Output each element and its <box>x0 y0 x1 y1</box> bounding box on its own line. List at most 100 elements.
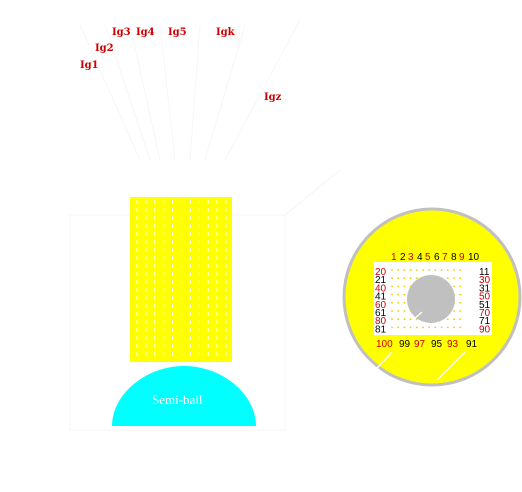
grid-number: 6 <box>434 252 440 263</box>
grid-dot <box>397 310 400 312</box>
grid-number: 10 <box>468 252 480 263</box>
grid-number: 21 <box>375 275 387 286</box>
grid-number: 8 <box>451 252 457 263</box>
grid-number: 9 <box>459 252 465 263</box>
grid-number: 41 <box>375 292 387 303</box>
grid-dot <box>391 310 393 312</box>
grid-dot <box>403 326 406 329</box>
grid-number: 4 <box>417 252 423 263</box>
grid-dot <box>397 293 400 296</box>
grid-dot <box>453 277 455 280</box>
grid-number: 30 <box>479 275 491 286</box>
grid-dot <box>440 269 443 271</box>
semi-ball-shape <box>112 366 256 426</box>
grid-number: 2 <box>400 252 406 263</box>
grid-dot <box>434 269 437 271</box>
fiber-strands <box>136 200 227 360</box>
grid-dot <box>409 318 412 321</box>
grid-dot <box>422 326 424 329</box>
grid-dot <box>391 318 393 321</box>
grid-dot <box>453 326 455 329</box>
grid-number: 51 <box>479 300 491 311</box>
grid-number: 11 <box>479 267 490 278</box>
fiber-core <box>407 275 455 323</box>
grid-dot <box>446 326 449 329</box>
grid-dot <box>415 326 418 329</box>
grid-number: 40 <box>375 283 387 294</box>
grid-dot <box>397 285 400 288</box>
grid-dot <box>459 269 462 271</box>
core-pointer-line <box>411 311 423 322</box>
grid-number: 90 <box>479 324 491 335</box>
grid-dot <box>403 277 406 280</box>
grid-dot <box>391 269 393 271</box>
grid-number: 20 <box>375 267 387 278</box>
grid-dot <box>403 318 406 321</box>
fiber-label-ig3: Ig3 <box>112 27 131 38</box>
fiber-label-ig5: Ig5 <box>168 27 187 38</box>
grid-dot <box>415 318 418 321</box>
pointer-line-right <box>436 351 466 381</box>
fiber-bundle <box>130 197 232 362</box>
grid-dot <box>409 269 412 271</box>
grid-dot <box>397 318 400 321</box>
grid-dot <box>409 277 412 280</box>
grid-dot <box>453 285 455 288</box>
grid-number: 97 <box>414 339 426 350</box>
grid-dot <box>397 301 400 304</box>
fiber-spread-lines <box>79 19 301 161</box>
grid-dot <box>453 269 455 271</box>
grid-number: 7 <box>442 252 448 263</box>
grid-number: 61 <box>375 308 387 319</box>
grid-dot <box>428 269 431 271</box>
grid-dot <box>391 301 393 304</box>
grid-dot <box>453 310 455 312</box>
grid-dot <box>446 269 449 271</box>
grid-dot <box>440 326 443 329</box>
grid-dot <box>415 277 418 280</box>
grid-dot <box>446 318 449 321</box>
grid-dot <box>459 326 462 329</box>
grid-dot <box>459 301 462 304</box>
fiber-label-ig4: Ig4 <box>136 27 155 38</box>
grid-number: 71 <box>479 316 491 327</box>
grid-dot <box>415 269 418 271</box>
grid-number: 99 <box>399 339 411 350</box>
grid-dot <box>403 310 406 312</box>
grid-dot <box>397 326 400 329</box>
grid-number: 91 <box>466 339 478 350</box>
grid-number: 80 <box>375 316 387 327</box>
fiber-label-ig2: Ig2 <box>95 43 114 54</box>
grid-dot <box>453 318 455 321</box>
grid-dot <box>409 326 412 329</box>
grid-dot <box>403 269 406 271</box>
pointer-line-left <box>365 351 393 381</box>
fiber-label-igk: Igk <box>216 27 236 38</box>
grid-dot <box>391 326 393 329</box>
fiber-labels: Ig1 Ig2 Ig3 Ig4 Ig5 Igk Igz <box>80 27 282 103</box>
grid-dot <box>403 301 406 304</box>
grid-dot <box>397 269 400 271</box>
grid-number: 70 <box>479 308 491 319</box>
grid-number: 60 <box>375 300 387 311</box>
semi-ball: Semi-ball <box>112 366 256 426</box>
grid-number: 3 <box>408 252 414 263</box>
fiber-label-igz: Igz <box>264 92 282 103</box>
grid-dot <box>391 277 393 280</box>
grid-number: 93 <box>447 339 459 350</box>
grid-dot <box>459 293 462 296</box>
grid-number: 81 <box>375 324 387 335</box>
grid-dot <box>403 293 406 296</box>
grid-dot <box>459 285 462 288</box>
grid-dot <box>459 310 462 312</box>
semi-ball-label: Semi-ball <box>152 392 203 407</box>
grid-dot <box>391 293 393 296</box>
fiber-label-ig1: Ig1 <box>80 60 99 71</box>
grid-number: 1 <box>391 252 397 263</box>
grid-dot <box>428 326 431 329</box>
grid-dot <box>391 285 393 288</box>
grid-number: 100 <box>376 339 393 350</box>
